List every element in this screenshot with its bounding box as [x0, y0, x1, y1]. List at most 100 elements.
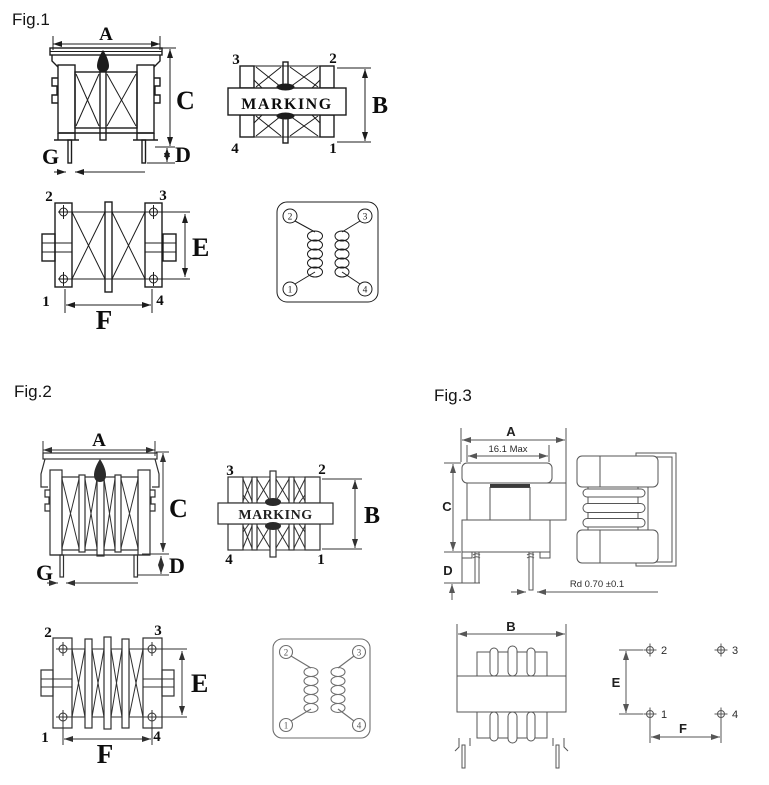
schematic-pin-label: 2: [284, 648, 289, 658]
coil-left: [303, 666, 319, 714]
center-leg: [103, 636, 112, 730]
pin-circle: [278, 717, 294, 733]
pin-label: 4: [225, 552, 233, 568]
pin-circle: [282, 281, 298, 297]
schematic-pin-label: 1: [288, 286, 293, 296]
dim-label-f: F: [679, 721, 687, 736]
pin-label: 2: [318, 462, 326, 478]
fig2: Fig.2 A: [14, 382, 380, 769]
pin-label: 2: [44, 625, 52, 641]
pin: [67, 139, 73, 164]
marking-box: [227, 87, 347, 116]
dim-a-max: 16.1 Max: [466, 444, 550, 462]
dim-label-a: A: [99, 24, 113, 45]
dim-label-f: F: [96, 305, 113, 335]
center-band: [456, 675, 567, 713]
pin: [461, 744, 466, 769]
solder-blob: [276, 83, 295, 91]
pin-circle: [278, 644, 294, 660]
dim-label-b: B: [372, 93, 388, 119]
pin: [133, 554, 139, 578]
top-flange: [576, 455, 659, 488]
fig2-schematic: 2 3 1 4: [272, 638, 371, 739]
coil-leads: [290, 655, 355, 722]
dim-f: F: [62, 719, 153, 769]
fig3: Fig.3 A 16.1 Max: [434, 386, 738, 769]
pad-label: 1: [661, 709, 667, 721]
fig1-schematic: 2 3 1 4: [276, 201, 379, 303]
pin-circle: [357, 281, 373, 297]
schematic-pin-label: 3: [363, 213, 368, 223]
solder-blob: [265, 498, 281, 506]
dim-d: D: [147, 142, 191, 167]
pin-circle: [357, 208, 373, 224]
solder-blob: [276, 112, 295, 120]
pin-label: 1: [317, 552, 325, 568]
dim-label-g: G: [36, 560, 53, 585]
fig1-front-view: A: [42, 24, 195, 175]
pin-circle: [351, 717, 367, 733]
winding-separator: [582, 488, 646, 498]
dim-g: G: [42, 144, 145, 175]
dim-label-e: E: [612, 675, 621, 690]
pin-label: 2: [329, 51, 337, 67]
fig1: Fig.1 A: [12, 10, 388, 335]
dim-e: E: [182, 214, 209, 277]
core-gap-bar: [490, 484, 530, 488]
side-tabs: [41, 233, 177, 262]
pad-2: 2: [643, 643, 667, 657]
dim-c: C: [442, 462, 461, 553]
fig2-title: Fig.2: [14, 382, 52, 401]
pad-1: 1: [643, 707, 667, 721]
fig1-title: Fig.1: [12, 10, 50, 29]
dim-label-d: D: [175, 142, 191, 167]
pad-label: 4: [732, 709, 738, 721]
core-shell: [49, 47, 163, 68]
winding-separator: [507, 711, 518, 744]
pins: [472, 551, 535, 591]
dim-f: F: [64, 289, 153, 335]
pad-label: 2: [661, 645, 667, 657]
winding-bar: [84, 638, 93, 729]
pin-label: 2: [45, 189, 53, 205]
dim-e: E: [179, 651, 208, 715]
feet-and-pins: [454, 738, 569, 769]
bottom-flange: [576, 529, 659, 564]
winding-separator: [526, 647, 536, 677]
fig3-title: Fig.3: [434, 386, 472, 405]
winding-separator: [582, 518, 646, 528]
dim-label-a-max: 16.1 Max: [488, 444, 527, 455]
dim-label-f: F: [97, 739, 114, 769]
fig2-front-view: A: [36, 430, 188, 586]
dim-label-b: B: [506, 619, 515, 634]
pin: [528, 551, 534, 591]
dim-b: B: [458, 619, 565, 637]
base-and-pins: [54, 132, 158, 164]
pin-label: 3: [154, 623, 162, 639]
fig1-bottom-view: 2 3 1 4: [41, 188, 209, 335]
coil-left: [307, 230, 323, 278]
pin-diameter-label: Rd 0.70 ±0.1: [570, 579, 624, 590]
dim-label-c: C: [442, 499, 452, 514]
pin-label: 1: [42, 294, 50, 310]
winding-bar: [121, 638, 130, 729]
fig3-pad-layout: 2 3 1 4: [612, 643, 738, 743]
winding-window: [61, 470, 139, 557]
dim-d: D: [138, 553, 185, 578]
schematic-border: [276, 201, 379, 303]
pin-label: 3: [159, 188, 167, 204]
dim-a: A: [42, 430, 156, 456]
dim-b: B: [337, 67, 388, 143]
dim-c: C: [156, 451, 188, 552]
winding-x-pattern: [242, 478, 306, 549]
marking-text: MARKING: [241, 96, 332, 113]
dim-label-d: D: [443, 563, 452, 578]
center-leg: [104, 201, 113, 293]
pin-label: 1: [41, 730, 49, 746]
dim-label-a: A: [92, 430, 106, 451]
fig2-top-view: 3 2 4 1: [217, 462, 380, 568]
top-flange: [461, 462, 553, 484]
dim-a: A: [462, 424, 565, 443]
dim-label-e: E: [192, 233, 209, 262]
